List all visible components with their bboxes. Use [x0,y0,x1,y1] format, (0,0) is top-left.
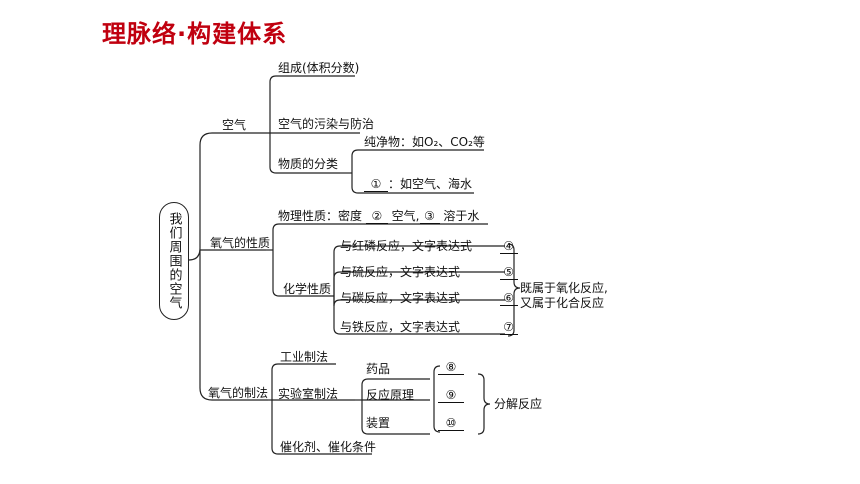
reaction-red-phosphorus: 与红磷反应，文字表达式 ④ [340,239,518,254]
page-title: 理脉络·构建体系 [102,20,288,48]
reaction-type-line1: 既属于氧化反应, [520,281,608,295]
blank-10-num: ⑩ [438,416,464,431]
node-mixture: ①：如空气、海水 [364,177,472,192]
node-pure-substance: 纯净物：如O₂、CO₂等 [364,135,485,149]
physical-middle: 空气, [391,209,420,223]
node-physical-properties: 物理性质：密度 ② 空气,③ 溶于水 [278,209,479,224]
blank-6: ⑥ [499,291,518,306]
physical-suffix: 溶于水 [443,209,480,223]
node-chemical-properties: 化学性质 [283,282,332,296]
root-label: 我们周围的空气 [166,212,182,310]
lab-item-reagents: 药品 [366,362,391,376]
blank-9: ⑨ [438,388,464,403]
lab-item-principle: 反应原理 [366,388,415,402]
physical-prefix: 物理性质：密度 [278,209,363,223]
reaction-text: 与红磷反应，文字表达式 [340,239,473,253]
reaction-iron: 与铁反应，文字表达式 ⑦ [340,320,518,335]
blank-5: ⑤ [499,265,518,280]
node-composition: 组成(体积分数) [278,61,360,75]
node-oxygen-properties: 氧气的性质 [210,236,271,250]
reaction-carbon: 与碳反应，文字表达式 ⑥ [340,291,518,306]
blank-8: ⑧ [438,360,464,375]
blank-3: ③ [419,209,440,224]
mixture-suffix: ：如空气、海水 [388,177,473,191]
node-oxygen-preparation: 氧气的制法 [208,386,269,400]
blank-7: ⑦ [499,320,518,335]
node-decomposition: 分解反应 [494,397,543,411]
node-industrial-method: 工业制法 [280,350,329,364]
reaction-type-line2: 又属于化合反应 [520,296,605,310]
reaction-text: 与硫反应，文字表达式 [340,265,461,279]
blank-8-num: ⑧ [438,360,464,375]
blank-10: ⑩ [438,416,464,431]
blank-4: ④ [499,239,518,254]
reaction-sulfur: 与硫反应，文字表达式 ⑤ [340,265,518,280]
node-pollution: 空气的污染与防治 [278,117,375,131]
node-catalyst: 催化剂、催化条件 [280,440,377,454]
node-classification: 物质的分类 [278,157,339,171]
reaction-text: 与碳反应，文字表达式 [340,291,461,305]
root-node: 我们周围的空气 [159,202,189,320]
blank-2: ② [365,209,388,224]
lab-item-apparatus: 装置 [366,416,391,430]
node-lab-method: 实验室制法 [278,387,339,401]
node-air: 空气 [222,118,247,132]
blank-9-num: ⑨ [438,388,464,403]
reaction-text: 与铁反应，文字表达式 [340,320,461,334]
blank-1: ① [364,177,388,192]
